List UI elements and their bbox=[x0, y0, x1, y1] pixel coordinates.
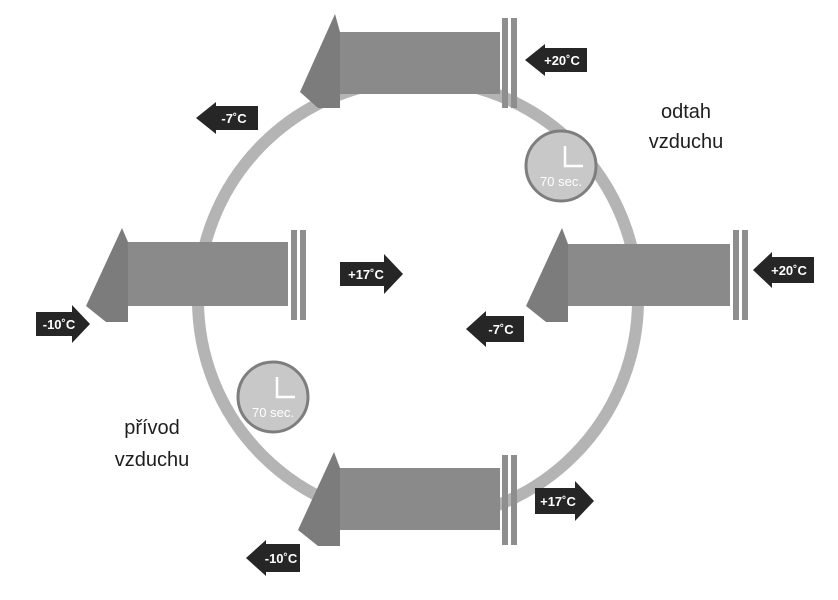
supply-label-line2: vzduchu bbox=[115, 449, 190, 471]
left-unit-nozzle bbox=[86, 228, 128, 322]
exhaust-air-label: odtah vzduchu bbox=[649, 101, 724, 153]
temperature-label: +17˚C bbox=[540, 494, 576, 509]
top-unit-body bbox=[340, 32, 500, 94]
arrow-right-icon bbox=[36, 305, 90, 343]
arrow-left-icon bbox=[466, 311, 524, 347]
arrow-top-unit-in: +20˚C bbox=[525, 44, 587, 76]
bottom-unit-body bbox=[340, 468, 500, 530]
arrow-left-icon bbox=[196, 102, 258, 134]
temperature-label: +20˚C bbox=[771, 263, 807, 278]
timer-clock-bottom-left: 70 sec. bbox=[236, 360, 310, 434]
top-unit-nozzle bbox=[300, 14, 340, 108]
bottom-unit-flange bbox=[502, 455, 508, 545]
bottom-unit-flange bbox=[511, 455, 517, 545]
clock-hands-icon bbox=[275, 377, 295, 399]
arrow-bottom-unit-out: +17˚C bbox=[535, 481, 594, 521]
arrow-right-unit-in: +20˚C bbox=[753, 252, 814, 288]
temperature-label: -7˚C bbox=[488, 322, 514, 337]
left-unit-flange bbox=[291, 230, 297, 320]
temperature-label: +20˚C bbox=[544, 53, 580, 68]
arrow-left-unit-out: +17˚C bbox=[340, 254, 403, 294]
arrow-left-icon bbox=[753, 252, 814, 288]
arrow-right-unit-out: -7˚C bbox=[466, 311, 524, 347]
temperature-label: -7˚C bbox=[221, 111, 247, 126]
left-unit-flange bbox=[300, 230, 306, 320]
arrow-left-icon bbox=[246, 540, 300, 576]
temperature-label: -10˚C bbox=[43, 317, 76, 332]
exhaust-label-line1: odtah bbox=[661, 101, 711, 123]
top-unit-flange bbox=[511, 18, 517, 108]
arrow-left-unit-in: -10˚C bbox=[36, 305, 90, 343]
top-ventilation-unit bbox=[300, 14, 517, 108]
right-unit-nozzle bbox=[526, 228, 568, 322]
right-ventilation-unit bbox=[526, 228, 748, 322]
arrow-right-icon bbox=[535, 481, 594, 521]
right-unit-flange bbox=[733, 230, 739, 320]
clock-duration: 70 sec. bbox=[540, 174, 582, 189]
clock-face bbox=[524, 129, 598, 203]
bottom-ventilation-unit bbox=[298, 452, 517, 546]
bottom-unit-nozzle bbox=[298, 452, 340, 546]
clock-face bbox=[236, 360, 310, 434]
supply-air-label: přívod vzduchu bbox=[115, 417, 190, 471]
arrow-left-icon bbox=[525, 44, 587, 76]
left-ventilation-unit bbox=[86, 228, 306, 322]
clock-duration: 70 sec. bbox=[252, 405, 294, 420]
arrow-bottom-unit-in: -10˚C bbox=[246, 540, 300, 576]
right-unit-flange bbox=[742, 230, 748, 320]
exhaust-label-line2: vzduchu bbox=[649, 131, 724, 153]
right-unit-body bbox=[568, 244, 730, 306]
left-unit-body bbox=[128, 242, 288, 306]
supply-label-line1: přívod bbox=[124, 417, 180, 439]
timer-clock-top-right: 70 sec. bbox=[524, 129, 598, 203]
temperature-label: -10˚C bbox=[265, 551, 298, 566]
top-unit-flange bbox=[502, 18, 508, 108]
clock-hands-icon bbox=[563, 146, 583, 168]
temperature-label: +17˚C bbox=[348, 267, 384, 282]
arrow-top-unit-out: -7˚C bbox=[196, 102, 258, 134]
arrow-right-icon bbox=[340, 254, 403, 294]
